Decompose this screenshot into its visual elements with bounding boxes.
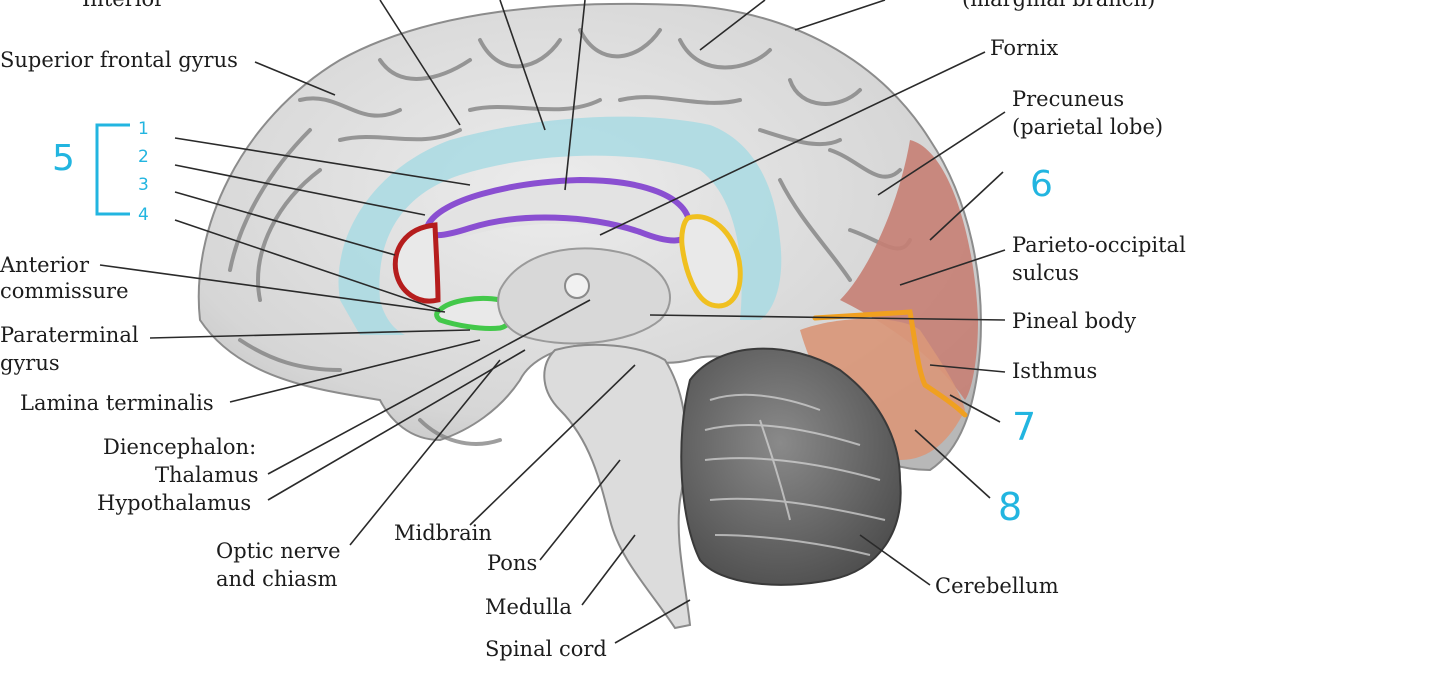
annotation-5: 5 <box>52 138 75 179</box>
brainstem <box>543 343 692 630</box>
label-interior: Interior <box>82 0 165 11</box>
label-hypothalamus: Hypothalamus <box>97 491 251 515</box>
annotation-2: 2 <box>138 147 149 167</box>
cuneus-region <box>840 140 978 400</box>
bracket-annotation <box>95 123 130 216</box>
label-sulcus: sulcus <box>1012 261 1079 285</box>
label-parietal-lobe: (parietal lobe) <box>1012 115 1163 139</box>
label-medulla: Medulla <box>485 595 572 619</box>
printed-labels: Interior (marginal branch) Superior fron… <box>0 0 1186 661</box>
splenium-outline <box>679 214 743 309</box>
annotation-8: 8 <box>998 485 1022 529</box>
calcarine-line <box>812 309 968 418</box>
cingulate-gyrus-highlight <box>338 116 782 335</box>
cerebellum-shape <box>680 347 902 586</box>
handwritten-annotations: 5 1 2 3 4 6 7 8 <box>52 119 1053 529</box>
label-pons: Pons <box>487 551 537 575</box>
annotation-6: 6 <box>1030 164 1053 205</box>
label-parieto-occipital: Parieto-occipital <box>1012 233 1186 257</box>
label-precuneus: Precuneus <box>1012 87 1124 111</box>
leader-lines <box>99 0 1006 644</box>
label-anterior: Anterior <box>0 253 90 277</box>
annotation-1: 1 <box>138 119 149 139</box>
annotation-4: 4 <box>138 205 149 225</box>
annotation-3: 3 <box>138 175 149 195</box>
lingual-region <box>800 318 965 460</box>
label-marginal-branch: (marginal branch) <box>962 0 1155 11</box>
label-optic-nerve: Optic nerve <box>216 539 341 563</box>
label-spinal-cord: Spinal cord <box>485 637 607 661</box>
annotation-7: 7 <box>1012 405 1036 449</box>
interthalamic-adhesion <box>564 273 590 299</box>
label-pineal-body: Pineal body <box>1012 309 1136 333</box>
label-paraterminal: Paraterminal <box>0 323 139 347</box>
anterior-commissure-outline <box>434 295 514 331</box>
label-and-chiasm: and chiasm <box>216 567 337 591</box>
cerebellar-folia <box>704 393 886 556</box>
label-lamina-terminalis: Lamina terminalis <box>20 391 214 415</box>
label-gyrus: gyrus <box>0 351 60 375</box>
label-diencephalon: Diencephalon: <box>103 435 256 459</box>
genu-outline <box>392 222 441 304</box>
label-commissure: commissure <box>0 279 129 303</box>
label-fornix: Fornix <box>990 36 1058 60</box>
label-superior-frontal-gyrus: Superior frontal gyrus <box>0 48 238 72</box>
label-midbrain: Midbrain <box>394 521 492 545</box>
label-cerebellum: Cerebellum <box>935 574 1059 598</box>
label-isthmus: Isthmus <box>1012 359 1097 383</box>
label-thalamus: Thalamus <box>155 463 259 487</box>
